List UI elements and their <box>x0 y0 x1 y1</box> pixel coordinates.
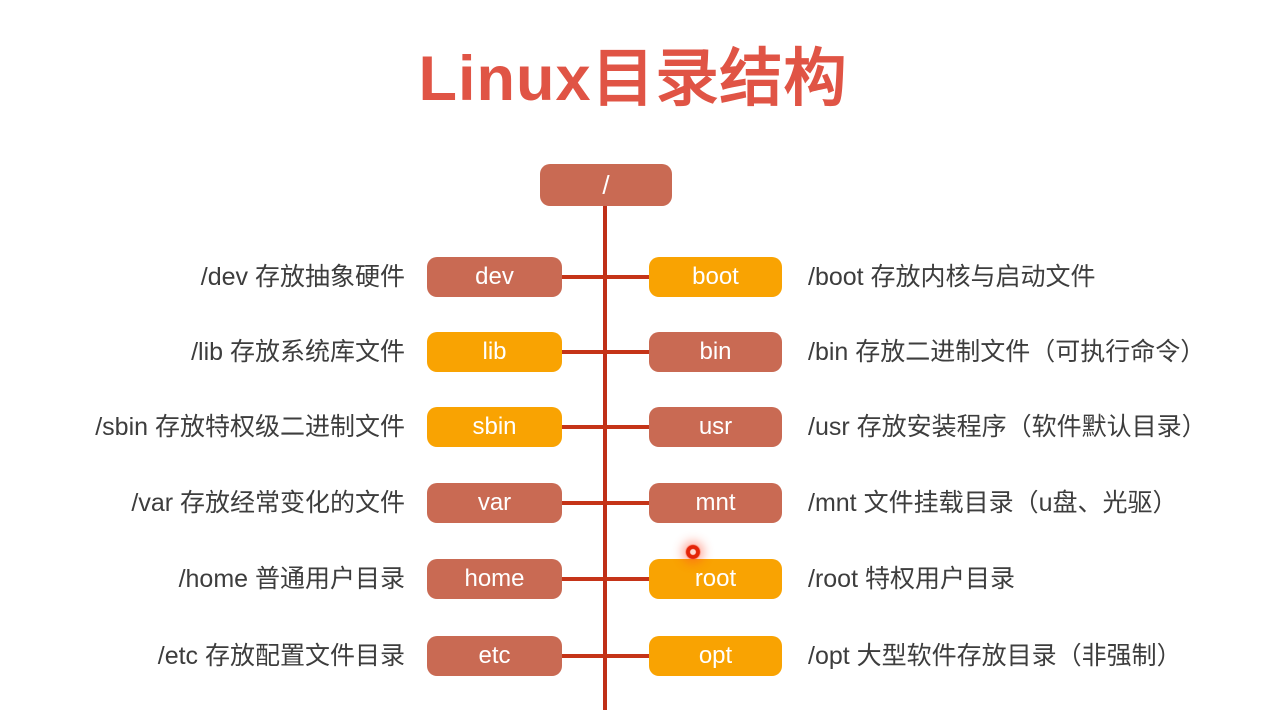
dir-description-lib: /lib 存放系统库文件 <box>191 338 405 366</box>
dir-node-root: / <box>540 164 672 206</box>
dir-description-usr: /usr 存放安装程序（软件默认目录） <box>808 413 1207 441</box>
connector-line <box>548 350 660 354</box>
dir-description-var: /var 存放经常变化的文件 <box>131 489 405 517</box>
dir-node-root-user: root <box>649 559 782 599</box>
dir-description-dev: /dev 存放抽象硬件 <box>200 263 405 291</box>
tree-row: /lib 存放系统库文件 lib bin /bin 存放二进制文件（可执行命令） <box>0 332 1266 372</box>
dir-node-usr: usr <box>649 407 782 447</box>
dir-node-mnt: mnt <box>649 483 782 523</box>
connector-line <box>548 501 660 505</box>
dir-description-sbin: /sbin 存放特权级二进制文件 <box>95 413 405 441</box>
dir-node-boot: boot <box>649 257 782 297</box>
connector-line <box>548 577 660 581</box>
dir-description-home: /home 普通用户目录 <box>178 565 405 593</box>
dir-node-sbin: sbin <box>427 407 562 447</box>
dir-node-home: home <box>427 559 562 599</box>
dir-description-bin: /bin 存放二进制文件（可执行命令） <box>808 338 1206 366</box>
page-title: Linux目录结构 <box>418 44 848 114</box>
dir-description-etc: /etc 存放配置文件目录 <box>157 642 405 670</box>
dir-node-lib: lib <box>427 332 562 372</box>
dir-node-var: var <box>427 483 562 523</box>
dir-node-dev: dev <box>427 257 562 297</box>
dir-node-bin: bin <box>649 332 782 372</box>
dir-description-root: /root 特权用户目录 <box>808 565 1015 593</box>
dir-description-opt: /opt 大型软件存放目录（非强制） <box>808 642 1182 670</box>
connector-line <box>548 275 660 279</box>
tree-row: /etc 存放配置文件目录 etc opt /opt 大型软件存放目录（非强制） <box>0 636 1266 676</box>
tree-trunk-line <box>603 203 607 710</box>
tree-row: /dev 存放抽象硬件 dev boot /boot 存放内核与启动文件 <box>0 257 1266 297</box>
tree-row: /var 存放经常变化的文件 var mnt /mnt 文件挂载目录（u盘、光驱… <box>0 483 1266 523</box>
tree-row: /home 普通用户目录 home root /root 特权用户目录 <box>0 559 1266 599</box>
dir-description-mnt: /mnt 文件挂载目录（u盘、光驱） <box>808 489 1178 517</box>
dir-node-opt: opt <box>649 636 782 676</box>
dir-node-etc: etc <box>427 636 562 676</box>
connector-line <box>548 425 660 429</box>
dir-description-boot: /boot 存放内核与启动文件 <box>808 263 1096 291</box>
connector-line <box>548 654 660 658</box>
cursor-click-indicator <box>685 544 701 560</box>
tree-row: /sbin 存放特权级二进制文件 sbin usr /usr 存放安装程序（软件… <box>0 407 1266 447</box>
